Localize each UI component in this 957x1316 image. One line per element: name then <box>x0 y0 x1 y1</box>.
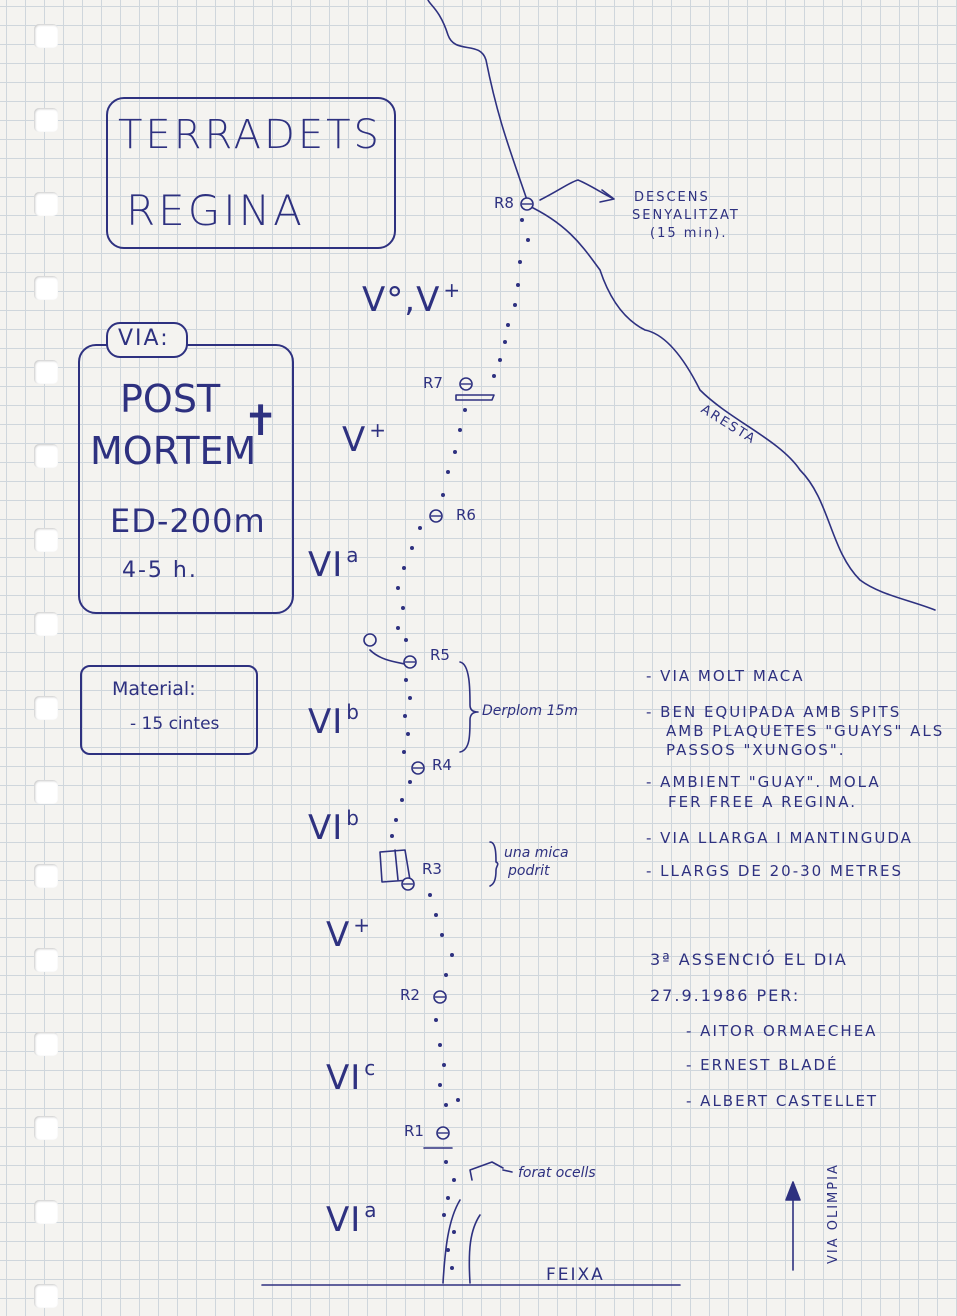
ledge-label: FEIXA <box>546 1265 605 1285</box>
title-box <box>106 97 396 249</box>
route-dots <box>390 218 530 1270</box>
descent-arrow <box>539 179 613 201</box>
note-2-cont-2: PASSOS "XUNGOS". <box>666 741 846 759</box>
climber-2: - ERNEST BLADÉ <box>686 1056 839 1074</box>
climber-1: - AITOR ORMAECHEA <box>686 1022 878 1040</box>
binder-hole <box>34 276 58 300</box>
note-4: - VIA LLARGA I MANTINGUDA <box>646 829 913 847</box>
overhang-bracket <box>459 661 479 753</box>
descent-line-3: (15 min). <box>650 226 728 241</box>
binder-hole <box>34 948 58 972</box>
binder-hole <box>34 24 58 48</box>
ascent-line-1: 3ª ASSENCIÓ EL DIA <box>650 950 848 969</box>
binder-hole <box>34 528 58 552</box>
relay-label-r7: R7 <box>423 374 443 392</box>
binder-hole <box>34 1116 58 1140</box>
binder-holes <box>0 0 70 1316</box>
wall-base <box>442 1199 461 1284</box>
grade-pitch-3: V+ <box>326 913 372 955</box>
binder-hole <box>34 444 58 468</box>
rotten-label-line-2: podrit <box>508 863 550 879</box>
crag-outline <box>427 0 528 201</box>
note-5: - LLARGS DE 20-30 METRES <box>646 862 903 880</box>
relay-label-r3: R3 <box>422 860 442 878</box>
material-heading: Material: <box>112 678 196 700</box>
route-name-line-1: POST <box>120 377 221 421</box>
relay-label-r4: R4 <box>432 756 452 774</box>
material-item: - 15 cintes <box>130 714 220 734</box>
material-box <box>80 665 258 755</box>
title-line-1: TERRADETS <box>118 112 382 158</box>
note-3-cont: FER FREE A REGINA. <box>668 793 858 811</box>
anchor-marker <box>363 633 377 647</box>
title-line-2: REGINA <box>126 186 305 235</box>
relay-label-r1: R1 <box>404 1122 424 1140</box>
rotten-label-line-1: una mica <box>504 845 569 861</box>
dagger-icon: ✝ <box>243 396 279 445</box>
grade-pitch-8: V°,V+ <box>362 278 462 320</box>
grade-pitch-7: V+ <box>342 418 388 460</box>
bird-hole-label: forat ocells <box>518 1165 596 1181</box>
route-difficulty: ED-200m <box>110 502 266 540</box>
ridge-line <box>526 204 936 611</box>
via-label: VIA: <box>118 326 170 351</box>
binder-hole <box>34 696 58 720</box>
binder-hole <box>34 612 58 636</box>
note-1: - VIA MOLT MACA <box>646 667 805 685</box>
relay-bar <box>455 394 495 401</box>
relay-label-r5: R5 <box>430 646 450 664</box>
relay-symbols <box>363 197 534 1140</box>
descent-line-1: DESCENS <box>634 190 710 205</box>
relay-label-r8: R8 <box>494 194 514 212</box>
relay-label-r2: R2 <box>400 986 420 1004</box>
note-2: - BEN EQUIPADA AMB SPITS <box>646 703 902 721</box>
route-time: 4-5 h. <box>122 558 198 583</box>
binder-hole <box>34 1032 58 1056</box>
via-label-box <box>106 322 188 358</box>
rotten-bracket <box>489 841 499 887</box>
binder-hole <box>34 108 58 132</box>
relay-label-r6: R6 <box>456 506 476 524</box>
note-3: - AMBIENT "GUAY". MOLA <box>646 773 881 791</box>
ascent-line-2: 27.9.1986 PER: <box>650 986 801 1005</box>
wall-base-2 <box>468 1214 481 1284</box>
route-name-line-2: MORTEM <box>90 429 257 473</box>
binder-hole <box>34 780 58 804</box>
binder-hole <box>34 192 58 216</box>
binder-hole <box>34 1284 58 1308</box>
note-2-cont-1: AMB PLAQUETES "GUAYS" ALS <box>666 722 945 740</box>
bird-hole-sketch <box>469 1161 504 1181</box>
descent-line-2: SENYALITZAT <box>632 208 740 223</box>
olimpia-label: VIA OLIMPIA <box>826 1163 841 1264</box>
climber-3: - ALBERT CASTELLET <box>686 1092 879 1110</box>
binder-hole <box>34 360 58 384</box>
overhang-label: Derplom 15m <box>482 703 579 719</box>
binder-hole <box>34 1200 58 1224</box>
binder-hole <box>34 864 58 888</box>
